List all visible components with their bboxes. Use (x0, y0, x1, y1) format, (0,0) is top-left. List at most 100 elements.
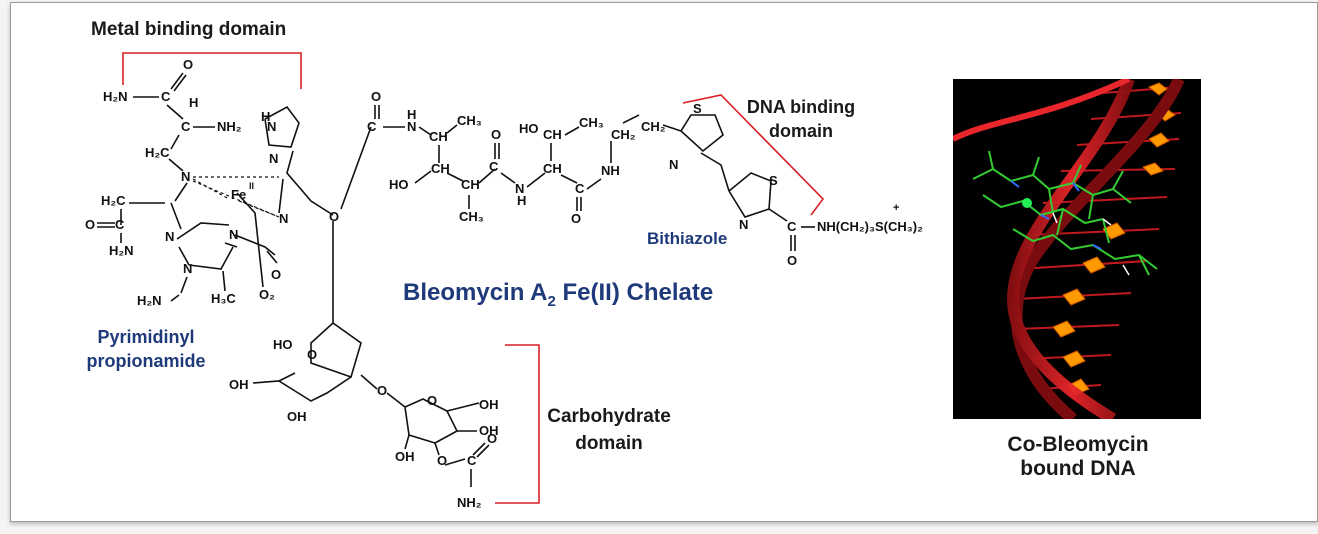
svg-text:H₂N: H₂N (109, 243, 134, 258)
svg-text:C: C (575, 181, 585, 196)
svg-text:N: N (279, 211, 288, 226)
svg-text:O: O (491, 127, 501, 142)
svg-text:N: N (267, 119, 276, 134)
svg-text:H: H (517, 193, 526, 208)
svg-text:C: C (367, 119, 377, 134)
svg-text:H: H (189, 95, 198, 110)
cobalt-atom (1022, 198, 1032, 208)
svg-text:N: N (183, 261, 192, 276)
dna-binding-line1: DNA binding (746, 97, 856, 117)
svg-text:II: II (249, 181, 254, 191)
base-pairs (1014, 82, 1182, 396)
dna-inset-image (951, 76, 1201, 425)
svg-text:+: + (893, 202, 899, 214)
svg-text:HO: HO (519, 121, 539, 136)
svg-text:O: O (571, 211, 581, 226)
svg-text:CH: CH (431, 161, 450, 176)
svg-text:N: N (407, 119, 416, 134)
svg-text:C: C (181, 119, 191, 134)
svg-text:C: C (467, 453, 477, 468)
svg-text:CH: CH (429, 129, 448, 144)
svg-text:NH₂: NH₂ (457, 495, 482, 510)
carbohydrate-domain-label: Carbohydrate domain (539, 403, 679, 457)
pyrimidinyl-line1: Pyrimidinyl (97, 327, 195, 347)
metal-binding-region: H₂N C O C H NH₂ H₂C N Fe II H₂C O C (85, 57, 288, 308)
svg-text:N: N (669, 157, 678, 172)
svg-text:O: O (307, 347, 317, 362)
svg-text:N: N (229, 227, 238, 242)
svg-text:H₂N: H₂N (137, 293, 162, 308)
svg-text:C: C (489, 159, 499, 174)
ligand-hydrogens (1052, 212, 1130, 276)
inset-caption: Co-Bleomycin bound DNA (951, 433, 1205, 481)
title-subscript: 2 (547, 292, 556, 310)
carbohydrate-line1: Carbohydrate (547, 406, 671, 427)
bleomycin-ligand (972, 150, 1158, 276)
svg-text:OH: OH (479, 423, 499, 438)
svg-text:C: C (115, 217, 125, 232)
svg-text:H₃C: H₃C (211, 291, 236, 306)
svg-text:N: N (739, 217, 748, 232)
title-main: Bleomycin A (403, 279, 548, 306)
svg-text:O: O (271, 267, 281, 282)
svg-text:S: S (769, 173, 778, 188)
svg-text:O: O (437, 453, 447, 468)
svg-text:O: O (787, 253, 797, 268)
inset-caption-line1: Co-Bleomycin (1007, 433, 1149, 456)
dna-strand-top (951, 76, 1131, 142)
svg-text:OH: OH (479, 397, 499, 412)
svg-text:O: O (371, 89, 381, 104)
svg-text:N: N (165, 229, 174, 244)
peptide-linker: O C H N CH CH₃ CH HO CH CH₃ C O N H (340, 89, 682, 226)
svg-text:CH: CH (543, 127, 562, 142)
svg-text:H₂N: H₂N (103, 89, 128, 104)
svg-text:CH: CH (543, 161, 562, 176)
svg-text:CH₃: CH₃ (457, 113, 482, 128)
svg-text:N: N (515, 181, 524, 196)
svg-text:OH: OH (395, 449, 415, 464)
carbohydrate-line2: domain (575, 433, 643, 454)
dna-binding-domain-label: DNA binding domain (731, 95, 871, 143)
svg-text:H₂C: H₂C (101, 193, 126, 208)
metal-domain-bracket (122, 52, 302, 89)
svg-text:O: O (487, 431, 497, 446)
svg-text:N: N (269, 151, 278, 166)
title-suffix: Fe(II) Chelate (555, 279, 714, 306)
svg-text:H₂C: H₂C (145, 145, 170, 160)
svg-text:O: O (183, 57, 193, 72)
bithiazole-label: Bithiazole (647, 229, 728, 248)
svg-text:O: O (329, 209, 339, 224)
svg-text:C: C (787, 219, 797, 234)
svg-text:O₂: O₂ (259, 287, 275, 302)
svg-text:NH: NH (601, 163, 620, 178)
svg-text:CH₃: CH₃ (459, 209, 484, 224)
imidazole-ring: H N N (261, 105, 334, 216)
inset-caption-line2: bound DNA (1020, 457, 1136, 480)
svg-text:HO: HO (273, 337, 293, 352)
svg-text:OH: OH (229, 377, 249, 392)
svg-text:O: O (377, 383, 387, 398)
svg-text:S: S (693, 101, 702, 116)
svg-text:OH: OH (287, 409, 307, 424)
svg-text:N: N (181, 169, 190, 184)
svg-text:HO: HO (389, 177, 409, 192)
bithiazole-rings: S N S N C O NH(CH₂)₃S(CH₃)₂ + (669, 101, 923, 268)
bleomycin-structure: H₂N C O C H NH₂ H₂C N Fe II H₂C O C (85, 52, 923, 510)
carbohydrate-region: O HO O OH OH O O OH OH OH O C O (229, 209, 499, 510)
svg-text:NH(CH₂)₃S(CH₃)₂: NH(CH₂)₃S(CH₃)₂ (817, 219, 923, 234)
carbohydrate-domain-bracket (495, 344, 540, 504)
svg-text:CH₂: CH₂ (641, 119, 666, 134)
svg-text:NH₂: NH₂ (217, 119, 242, 134)
svg-text:H: H (261, 109, 270, 124)
svg-text:CH: CH (461, 177, 480, 192)
metal-binding-domain-label: Metal binding domain (91, 19, 287, 40)
ligand-nitrogens (1010, 180, 1102, 250)
svg-text:O: O (85, 217, 95, 232)
figure-card: Metal binding domain DNA binding domain … (10, 2, 1318, 522)
bleomycin-title: Bleomycin A2 Fe(II) Chelate (403, 279, 713, 310)
pyrimidinyl-line2: propionamide (86, 351, 206, 371)
svg-text:CH₂: CH₂ (611, 127, 636, 142)
svg-text:H: H (407, 107, 416, 122)
svg-text:C: C (161, 89, 171, 104)
svg-text:O: O (427, 393, 437, 408)
